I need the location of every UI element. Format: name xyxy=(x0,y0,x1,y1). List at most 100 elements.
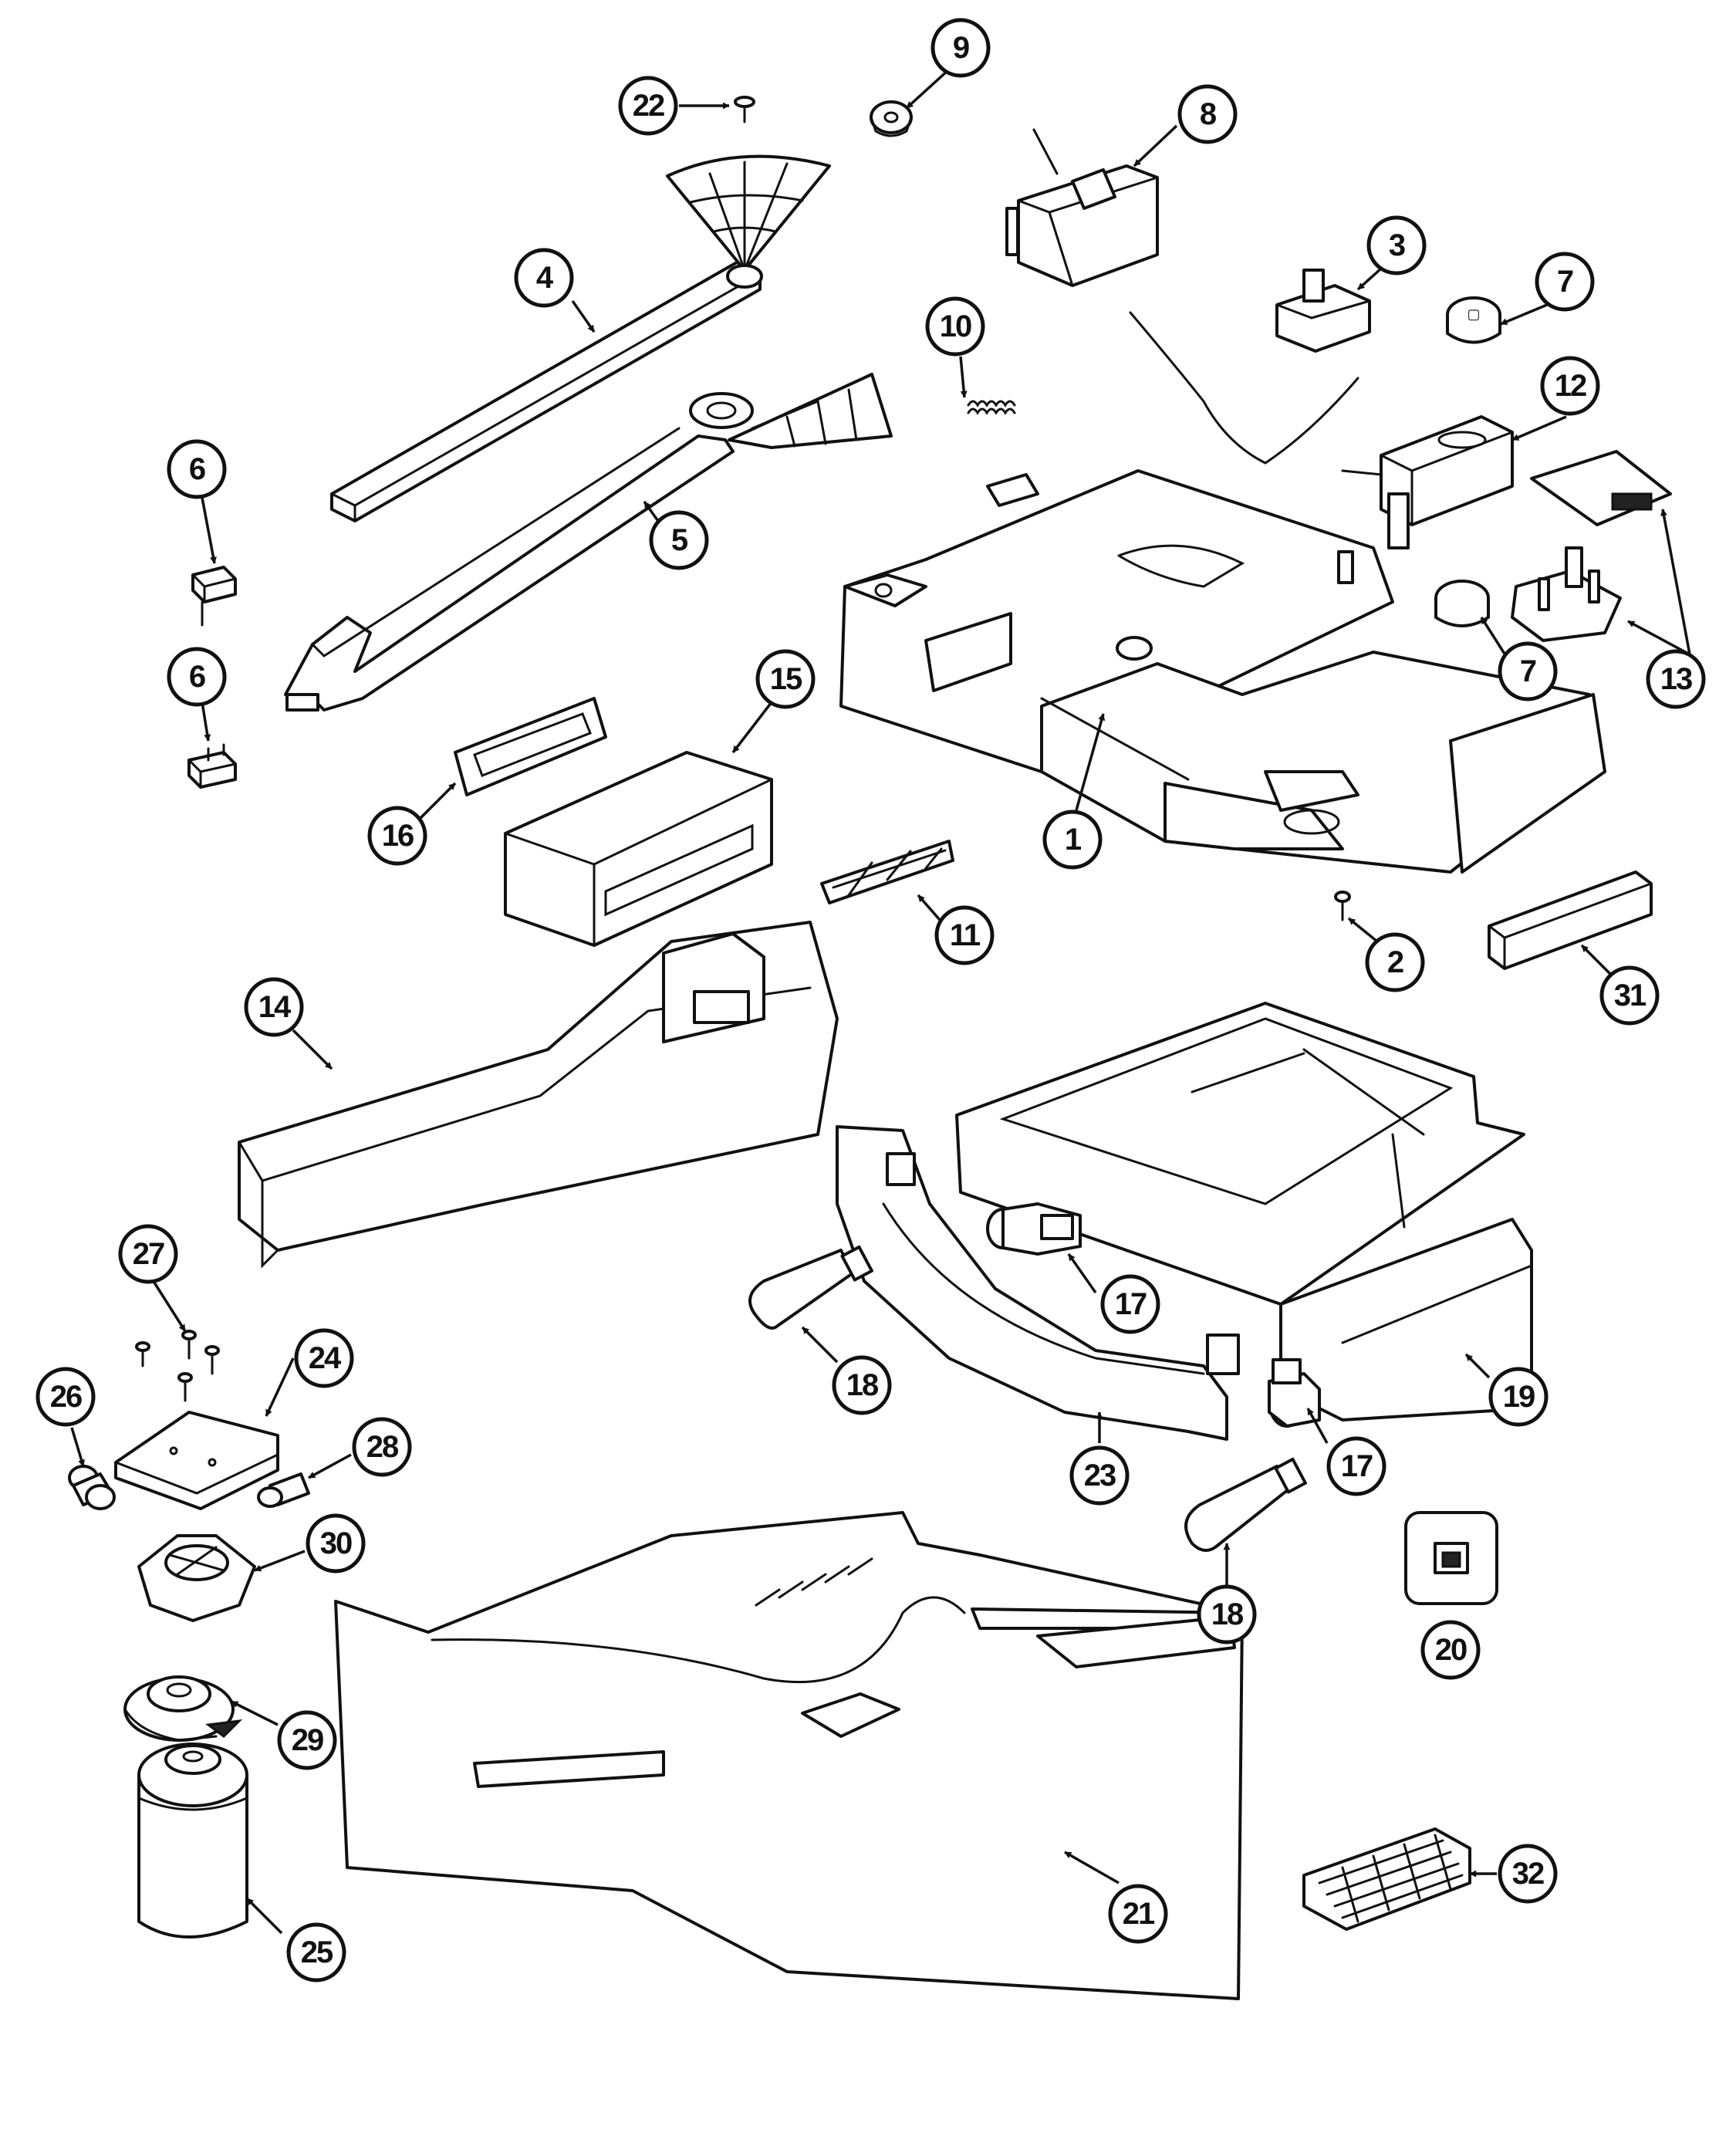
callout-28-label: 28 xyxy=(366,1430,399,1464)
part-6-clip-lower xyxy=(187,743,237,789)
callout-21-label: 21 xyxy=(1123,1897,1155,1931)
leader-17a xyxy=(1067,1252,1097,1294)
leader-lines xyxy=(70,68,1691,1935)
callout-6-lower-label: 6 xyxy=(189,660,205,694)
callout-19-label: 19 xyxy=(1503,1380,1535,1414)
callout-12: 12 xyxy=(1540,356,1600,416)
callout-7-top-label: 7 xyxy=(1557,265,1573,299)
callout-17-lower: 17 xyxy=(1326,1436,1386,1496)
callout-25-label: 25 xyxy=(301,1935,333,1969)
part-12-bracket xyxy=(1341,415,1514,549)
leader-13a xyxy=(1660,509,1691,655)
part-10-spring xyxy=(967,400,1016,415)
callout-4: 4 xyxy=(514,248,574,308)
part-2-screw xyxy=(1334,891,1351,921)
callout-6-upper: 6 xyxy=(167,439,227,499)
part-25-filter-cartridge xyxy=(137,1743,248,1939)
callout-13: 13 xyxy=(1646,649,1706,709)
callout-10: 10 xyxy=(925,296,985,357)
leader-21 xyxy=(1064,1851,1120,1885)
leader-17b xyxy=(1306,1408,1329,1444)
callout-4-label: 4 xyxy=(536,261,554,295)
leader-25 xyxy=(245,1897,283,1935)
callout-18-upper: 18 xyxy=(832,1355,892,1415)
callout-20: 20 xyxy=(1420,1620,1481,1680)
callout-8: 8 xyxy=(1177,84,1238,144)
callout-18-lower-label: 18 xyxy=(1211,1597,1244,1631)
callout-31: 31 xyxy=(1599,965,1660,1026)
callout-26-label: 26 xyxy=(50,1380,82,1414)
part-24-mounting-plate xyxy=(114,1411,279,1510)
callout-5-label: 5 xyxy=(671,523,688,557)
leader-3 xyxy=(1356,267,1383,291)
callout-15-label: 15 xyxy=(770,662,802,696)
callout-13-label: 13 xyxy=(1660,662,1692,696)
callout-12-label: 12 xyxy=(1555,369,1586,403)
part-19-housing-tray xyxy=(955,1002,1533,1421)
part-30-filter-head xyxy=(137,1534,256,1622)
part-11-filter xyxy=(820,840,954,904)
callout-21: 21 xyxy=(1108,1884,1168,1944)
callout-7-lower: 7 xyxy=(1498,641,1558,701)
callout-7-lower-label: 7 xyxy=(1520,654,1536,688)
leader-19 xyxy=(1464,1353,1491,1379)
callout-28: 28 xyxy=(352,1417,412,1477)
callout-14-label: 14 xyxy=(258,990,292,1024)
callout-2: 2 xyxy=(1365,932,1425,992)
callout-32: 32 xyxy=(1498,1844,1558,1904)
leader-2 xyxy=(1347,917,1379,943)
part-20-switch xyxy=(1404,1511,1498,1605)
leader-10 xyxy=(959,356,968,398)
leader-16 xyxy=(419,782,457,820)
callout-18-upper-label: 18 xyxy=(846,1368,879,1402)
leader-6b xyxy=(201,701,211,742)
part-5-arm xyxy=(284,373,893,712)
leader-28 xyxy=(308,1453,352,1479)
callout-22: 22 xyxy=(618,76,678,136)
part-4-arm xyxy=(330,154,831,522)
callout-8-label: 8 xyxy=(1200,97,1217,131)
leader-30 xyxy=(254,1550,306,1572)
callout-3: 3 xyxy=(1366,215,1427,275)
callout-17-upper-label: 17 xyxy=(1115,1287,1147,1321)
svg-text:▢: ▢ xyxy=(1467,306,1480,322)
part-23-bezel xyxy=(836,1125,1240,1441)
callout-6-upper-label: 6 xyxy=(189,452,205,486)
leader-31 xyxy=(1580,944,1614,978)
part-18-bulb-lower xyxy=(1184,1457,1307,1552)
callout-9-label: 9 xyxy=(953,31,969,65)
callout-27: 27 xyxy=(118,1224,178,1284)
callout-1: 1 xyxy=(1042,810,1103,870)
leader-26 xyxy=(70,1427,85,1467)
leader-24 xyxy=(265,1357,295,1417)
part-29-filter-cap xyxy=(123,1675,243,1742)
callout-23-label: 23 xyxy=(1084,1459,1116,1492)
part-13-board xyxy=(1530,450,1672,526)
callout-30-label: 30 xyxy=(320,1526,352,1560)
part-15-duct xyxy=(504,751,773,947)
callout-27-label: 27 xyxy=(133,1237,164,1271)
callout-11: 11 xyxy=(934,905,995,965)
callout-14: 14 xyxy=(244,977,304,1037)
callout-16: 16 xyxy=(367,806,427,866)
part-1-dispenser-base xyxy=(839,469,1606,874)
leader-8 xyxy=(1133,124,1178,167)
part-3-control xyxy=(1129,269,1371,465)
callout-26: 26 xyxy=(35,1367,96,1427)
callout-30: 30 xyxy=(306,1513,366,1574)
leader-15 xyxy=(731,701,773,754)
leader-7b xyxy=(1480,617,1510,661)
part-17-socket-upper xyxy=(986,1202,1082,1256)
callout-7-top: 7 xyxy=(1535,252,1595,312)
leader-6a xyxy=(201,497,217,564)
callout-25: 25 xyxy=(286,1922,346,1983)
leader-9 xyxy=(905,68,951,110)
callout-23: 23 xyxy=(1069,1445,1130,1506)
callout-11-label: 11 xyxy=(950,918,981,952)
callout-17-upper: 17 xyxy=(1100,1274,1160,1334)
callout-22-label: 22 xyxy=(633,89,664,123)
part-7-knob-lower xyxy=(1434,580,1490,627)
callout-19: 19 xyxy=(1488,1367,1549,1427)
part-14-chute-housing xyxy=(238,921,839,1269)
